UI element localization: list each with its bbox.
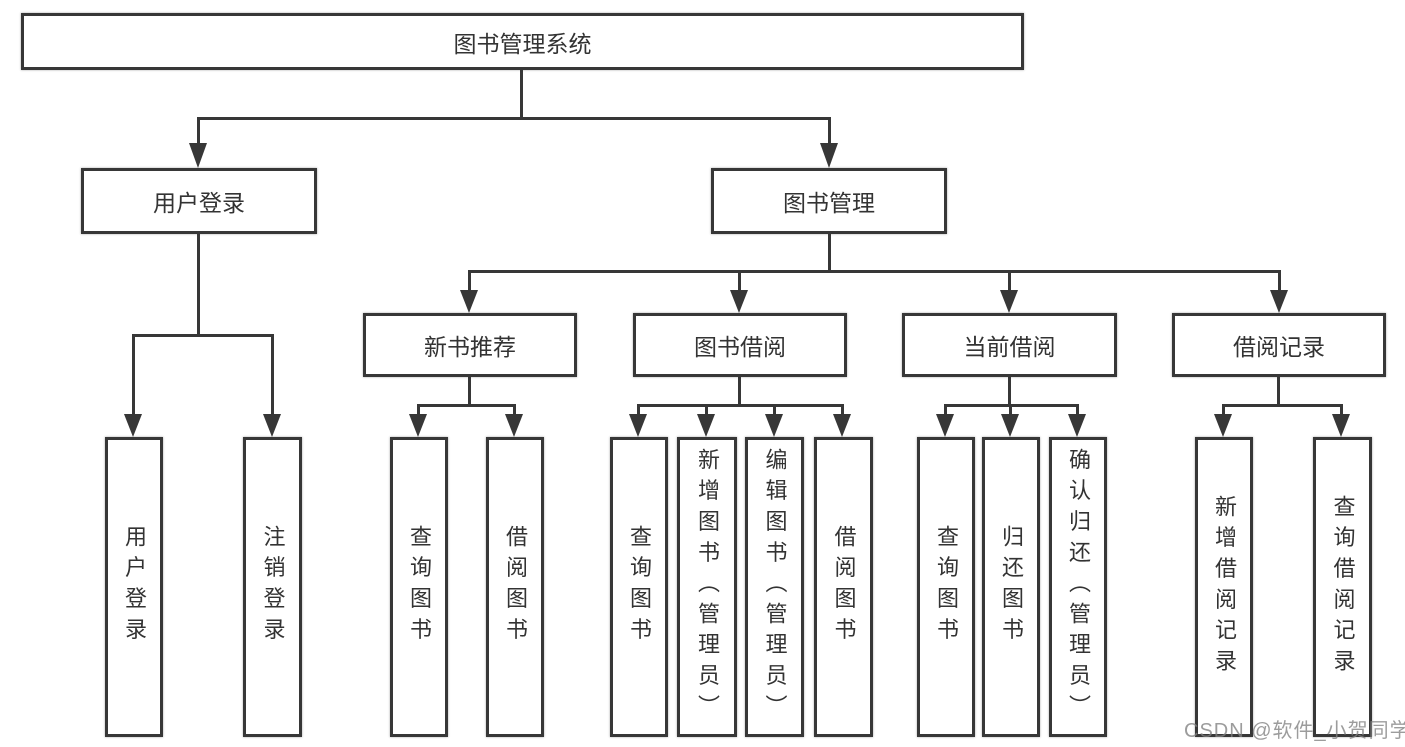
connector-leaf-stub: [1340, 404, 1343, 416]
connector-leaf-stub: [417, 404, 420, 416]
arrowhead: [833, 414, 851, 437]
connector-current-borrow-stem: [1008, 375, 1011, 406]
connector-leaf-stub: [944, 404, 947, 416]
node-label: 新增借阅记录: [1212, 494, 1237, 680]
connector-leaf-stub: [1076, 404, 1079, 416]
node-user-login: 用户登录: [81, 168, 317, 234]
node-borrow-book: 借阅图书: [814, 437, 873, 737]
arrowhead: [730, 290, 748, 313]
arrowhead: [697, 414, 715, 437]
node-search-borrow-record: 查询借阅记录: [1313, 437, 1372, 737]
arrowhead: [1214, 414, 1232, 437]
connector-to-user-login: [197, 117, 200, 145]
node-label: 图书管理系统: [453, 30, 592, 57]
node-borrowing-records: 借阅记录: [1172, 313, 1386, 377]
node-new-book-recommend: 新书推荐: [363, 313, 577, 377]
connector-book-borrow-stem: [738, 375, 741, 406]
connector-to-book-borrow: [738, 270, 741, 292]
node-label: 编辑图书（管理员）: [762, 448, 788, 726]
node-label: 查询图书: [407, 525, 432, 649]
node-edit-book-admin: 编辑图书（管理员）: [745, 437, 804, 737]
connector-to-current-borrow: [1008, 270, 1011, 292]
arrowhead: [460, 290, 478, 313]
connector-user-login-stem: [197, 232, 200, 337]
node-search-book-recommend: 查询图书: [390, 437, 448, 737]
arrowhead: [936, 414, 954, 437]
arrowhead: [189, 143, 207, 168]
connector-user-login-rail: [132, 334, 274, 337]
arrowhead: [820, 143, 838, 168]
node-label: 查询借阅记录: [1330, 494, 1356, 680]
connector-to-logout-leaf: [271, 334, 274, 418]
node-borrow-book-recommend: 借阅图书: [486, 437, 544, 737]
arrowhead: [124, 414, 142, 437]
arrowhead: [263, 414, 281, 437]
arrowhead: [1001, 414, 1019, 437]
connector-to-book-mgmt: [828, 117, 831, 145]
node-user-login-action: 用户登录: [105, 437, 163, 737]
node-label: 借阅记录: [1233, 334, 1325, 360]
node-search-book-borrow: 查询图书: [610, 437, 668, 737]
node-label: 查询图书: [934, 525, 959, 649]
connector-to-new-book: [468, 270, 471, 292]
arrowhead: [409, 414, 427, 437]
csdn-watermark: CSDN @软件_小贺同学: [1184, 720, 1405, 742]
connector-leaf-stub: [513, 404, 516, 416]
arrowhead: [505, 414, 523, 437]
connector-leaf-stub: [1222, 404, 1225, 416]
connector-leaf-stub: [1009, 404, 1012, 416]
node-label: 借阅图书: [503, 525, 528, 649]
node-label: 用户登录: [153, 190, 245, 216]
connector-to-login-leaf: [132, 334, 135, 418]
connector-new-book-rail: [417, 404, 516, 407]
node-current-borrowing: 当前借阅: [902, 313, 1117, 377]
connector-borrow-record-rail: [1222, 404, 1343, 407]
node-label: 图书借阅: [694, 334, 786, 360]
node-confirm-return-admin: 确认归还（管理员）: [1049, 437, 1107, 737]
node-logout-action: 注销登录: [243, 437, 302, 737]
node-add-borrow-record: 新增借阅记录: [1195, 437, 1253, 737]
node-label: 图书管理: [783, 190, 875, 216]
node-search-book-current: 查询图书: [917, 437, 975, 737]
node-label: 注销登录: [260, 525, 286, 649]
arrowhead: [1000, 290, 1018, 313]
node-label: 用户登录: [122, 525, 147, 649]
arrowhead: [1270, 290, 1288, 313]
connector-leaf-stub: [705, 404, 708, 416]
connector-book-mgmt-stem: [828, 232, 831, 273]
connector-new-book-stem: [468, 375, 471, 406]
connector-root-rail: [197, 117, 831, 120]
connector-leaf-stub: [841, 404, 844, 416]
node-label: 新书推荐: [424, 334, 516, 360]
node-return-book: 归还图书: [982, 437, 1040, 737]
connector-book-borrow-rail: [637, 404, 844, 407]
node-label: 借阅图书: [831, 525, 857, 649]
node-label: 查询图书: [627, 525, 652, 649]
node-library-system-root: 图书管理系统: [21, 13, 1024, 70]
node-label: 确认归还（管理员）: [1066, 448, 1091, 726]
connector-book-mgmt-rail: [468, 270, 1281, 273]
node-book-borrowing: 图书借阅: [633, 313, 847, 377]
arrowhead: [765, 414, 783, 437]
node-label: 新增图书（管理员）: [695, 448, 720, 726]
node-add-book-admin: 新增图书（管理员）: [677, 437, 737, 737]
connector-to-borrow-record: [1278, 270, 1281, 292]
node-label: 归还图书: [999, 525, 1024, 649]
node-label: 当前借阅: [963, 334, 1056, 360]
arrowhead: [1332, 414, 1350, 437]
node-book-management: 图书管理: [711, 168, 947, 234]
connector-leaf-stub: [773, 404, 776, 416]
arrowhead: [629, 414, 647, 437]
connector-borrow-record-stem: [1277, 375, 1280, 406]
connector-root-stem: [520, 67, 523, 120]
connector-leaf-stub: [637, 404, 640, 416]
arrowhead: [1068, 414, 1086, 437]
